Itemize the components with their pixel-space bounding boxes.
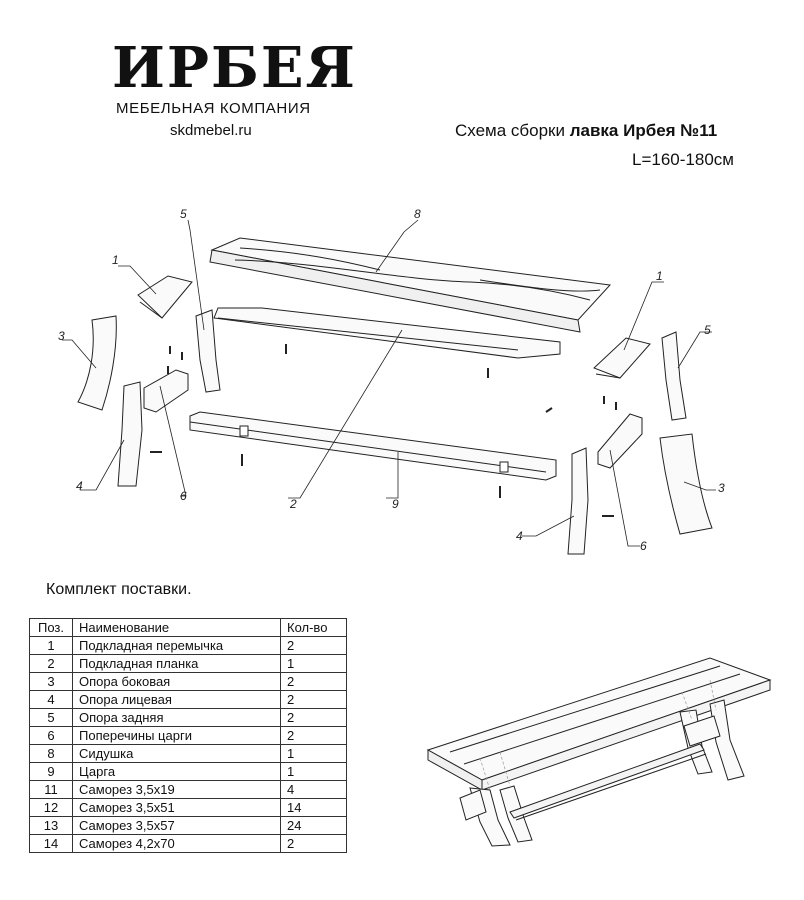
- website-link[interactable]: skdmebel.ru: [170, 122, 252, 139]
- cell-position: 3: [29, 672, 73, 691]
- label-2: 2: [289, 497, 297, 511]
- leader-lines: [62, 219, 716, 547]
- label-1-right: 1: [656, 269, 663, 283]
- part-side-support-right: [659, 433, 713, 535]
- cell-position: 2: [29, 654, 73, 673]
- cell-quantity: 2: [280, 672, 347, 691]
- cell-name: Опора боковая: [72, 672, 281, 691]
- cell-quantity: 24: [280, 816, 347, 835]
- cell-quantity: 1: [280, 654, 347, 673]
- cell-quantity: 2: [280, 834, 347, 853]
- cell-position: 8: [29, 744, 73, 763]
- cell-position: 4: [29, 690, 73, 709]
- cell-quantity: 1: [280, 744, 347, 763]
- label-4-right: 4: [516, 529, 523, 543]
- cell-name: Поперечины царги: [72, 726, 281, 745]
- cell-position: 5: [29, 708, 73, 727]
- cell-quantity: 2: [280, 708, 347, 727]
- cell-name: Опора задняя: [72, 708, 281, 727]
- company-name: МЕБЕЛЬНАЯ КОМПАНИЯ: [116, 100, 311, 117]
- cell-position: 9: [29, 762, 73, 781]
- cell-name: Царга: [72, 762, 281, 781]
- part-bridge-right: [593, 337, 651, 379]
- label-3-right: 3: [718, 481, 725, 495]
- label-1-left: 1: [112, 253, 119, 267]
- label-6-right: 6: [640, 539, 647, 553]
- bench-length: L=160-180см: [632, 150, 734, 169]
- part-rear-support-left: [195, 309, 221, 393]
- part-bridge-left: [137, 275, 193, 319]
- cell-name: Подкладная перемычка: [72, 636, 281, 655]
- cell-quantity: 14: [280, 798, 347, 817]
- label-5-left: 5: [180, 207, 187, 221]
- label-4-left: 4: [76, 479, 83, 493]
- assembled-bench-illustration: [426, 657, 772, 847]
- part-seat: [209, 237, 612, 333]
- cell-position: 11: [29, 780, 73, 799]
- screws: [150, 344, 617, 517]
- part-rear-support-right: [661, 331, 687, 421]
- cell-quantity: 2: [280, 726, 347, 745]
- col-position: Поз.: [29, 618, 73, 637]
- label-8: 8: [414, 207, 421, 221]
- cell-position: 6: [29, 726, 73, 745]
- title-prefix: Схема сборки: [455, 121, 570, 140]
- part-front-support-right: [567, 447, 589, 555]
- cell-name: Саморез 3,5х51: [72, 798, 281, 817]
- cell-position: 13: [29, 816, 73, 835]
- kit-heading: Комплект поставки.: [46, 581, 192, 598]
- label-5-right: 5: [704, 323, 711, 337]
- document-title: Схема сборки лавка Ирбея №11: [455, 121, 717, 141]
- part-apron: [189, 411, 557, 481]
- cell-name: Подкладная планка: [72, 654, 281, 673]
- part-under-plank: [213, 307, 561, 359]
- cell-position: 1: [29, 636, 73, 655]
- cell-quantity: 4: [280, 780, 347, 799]
- part-crossbar-left: [143, 369, 189, 413]
- cell-name: Саморез 3,5х19: [72, 780, 281, 799]
- label-6-left: 6: [180, 489, 187, 503]
- cell-name: Саморез 3,5х57: [72, 816, 281, 835]
- cell-quantity: 2: [280, 690, 347, 709]
- part-crossbar-right: [597, 413, 643, 469]
- cell-position: 14: [29, 834, 73, 853]
- col-quantity: Кол-во: [280, 618, 347, 637]
- cell-name: Саморез 4,2х70: [72, 834, 281, 853]
- cell-name: Опора лицевая: [72, 690, 281, 709]
- label-9: 9: [392, 497, 399, 511]
- cell-quantity: 2: [280, 636, 347, 655]
- part-side-support-left: [77, 315, 117, 411]
- cell-position: 12: [29, 798, 73, 817]
- company-logo: ИРБЕЯ: [112, 35, 357, 101]
- table-header-row: Поз. Наименование Кол-во: [29, 618, 347, 637]
- col-name: Наименование: [72, 618, 281, 637]
- title-product: лавка Ирбея №11: [569, 121, 718, 140]
- label-3-left: 3: [58, 329, 65, 343]
- exploded-assembly-drawing: 1 2 3 4 5 6 8 9 1 3 4 5 6: [58, 207, 725, 555]
- part-front-support-left: [117, 381, 143, 487]
- cell-quantity: 1: [280, 762, 347, 781]
- cell-name: Сидушка: [72, 744, 281, 763]
